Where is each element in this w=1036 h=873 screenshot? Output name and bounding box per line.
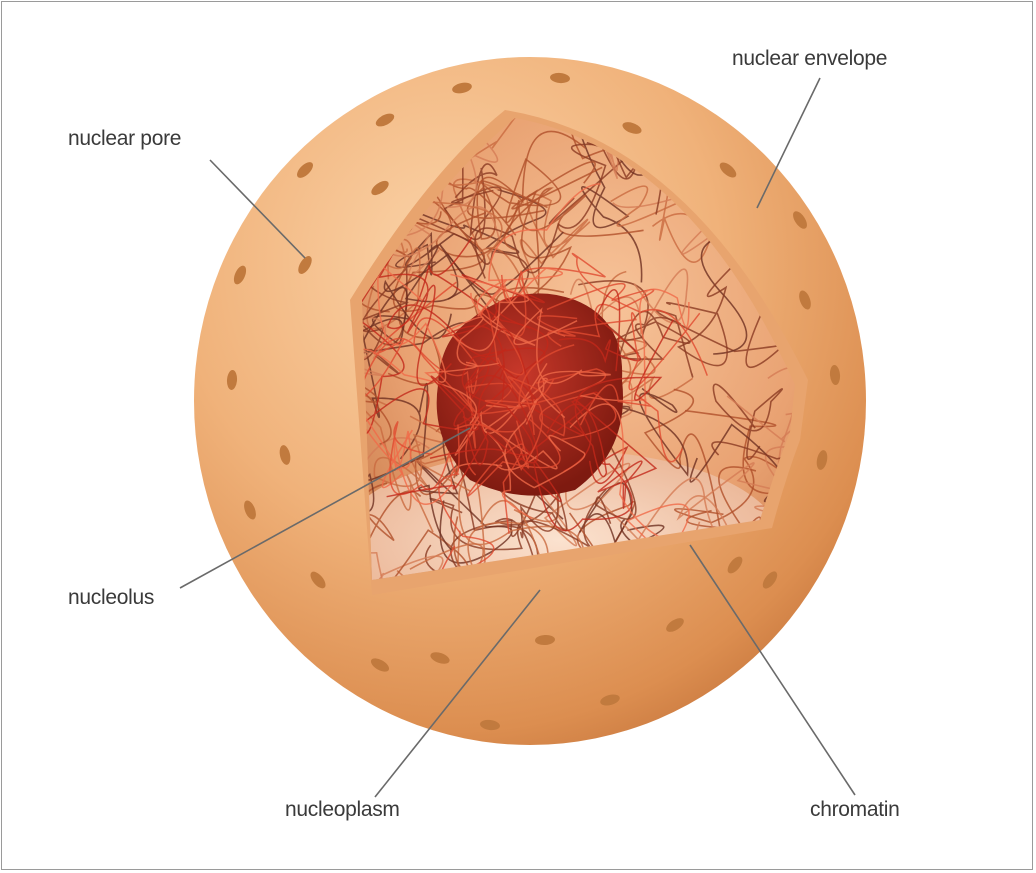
chromatin-strand	[533, 445, 633, 532]
chromatin-strand	[362, 316, 387, 377]
chromatin-strand	[712, 383, 783, 460]
chromatin-strand	[430, 365, 505, 466]
chromatin-strand	[507, 375, 617, 441]
chromatin-strand	[518, 252, 708, 376]
nuclear-pore-hole	[550, 72, 570, 84]
chromatin-strand	[528, 118, 641, 225]
chromatin-strand	[467, 419, 561, 534]
chromatin-strand	[362, 383, 429, 518]
chromatin-strand	[473, 166, 603, 347]
chromatin-strand	[562, 387, 689, 477]
nuclear-pore-hole	[762, 571, 778, 589]
leader-nucleoplasm	[374, 589, 541, 798]
chromatin-strand	[674, 455, 795, 546]
nuclear-pore-hole	[666, 618, 684, 632]
chromatin-strand	[546, 319, 674, 478]
chromatin-strand	[362, 281, 476, 413]
chromatin-strand	[576, 124, 643, 283]
nuclear-pore-hole	[310, 571, 326, 589]
chromatin-strand	[494, 187, 565, 327]
nuclear-pore-hole	[793, 211, 807, 229]
chromatin-strand	[537, 312, 701, 391]
nuclear-pore-hole	[233, 265, 247, 285]
chromatin-strand	[665, 254, 745, 367]
nuclear-pore-hole	[622, 122, 642, 134]
chromatin-strand	[362, 437, 438, 580]
chromatin-strand	[558, 289, 642, 372]
chromatin-strand	[513, 307, 611, 419]
nuclear-pore-hole	[226, 370, 238, 390]
chromatin-strand	[546, 282, 655, 347]
chromatin-strand	[389, 420, 460, 496]
chromatin-strand	[579, 288, 690, 415]
chromatin-strand	[513, 391, 599, 503]
chromatin-strand	[386, 374, 539, 498]
chromatin-strand	[435, 194, 644, 258]
chromatin-strand	[480, 157, 596, 224]
nuclear-pore-hole	[480, 719, 500, 731]
label-nuclear-envelope: nuclear envelope	[732, 47, 888, 70]
nuclear-pore-hole	[799, 290, 811, 310]
nuclear-pore-hole	[298, 256, 312, 274]
label-nucleolus: nucleolus	[68, 586, 155, 609]
chromatin-strand	[446, 273, 530, 367]
chromatin-strand	[465, 382, 530, 476]
chromatin-strand	[454, 362, 558, 471]
leader-nuclear-envelope	[756, 77, 821, 209]
chromatin-strand	[429, 488, 607, 551]
nuclear-pore-hole	[452, 82, 472, 94]
chromatin-strand	[362, 118, 499, 208]
chromatin-strand	[429, 347, 546, 459]
chromatin-strand	[579, 384, 684, 463]
chromatin-strand	[362, 266, 408, 371]
nuclear-pore-hole	[719, 162, 737, 178]
nuclear-pore-hole	[371, 180, 389, 196]
nucleolus-body	[436, 293, 624, 496]
nuclear-pore-hole	[727, 556, 743, 574]
chromatin-strand	[464, 328, 585, 436]
nuclear-pore-hole	[535, 634, 555, 646]
nuclear-pore-hole	[600, 694, 620, 706]
label-nucleoplasm: nucleoplasm	[285, 798, 400, 821]
nuclear-pore-hole	[297, 162, 313, 178]
chromatin-strand	[362, 308, 479, 435]
nuclear-pore-hole	[829, 365, 841, 385]
nuclear-pore-hole	[375, 113, 395, 127]
nuclear-pore-hole	[430, 652, 450, 664]
chromatin-strand	[362, 555, 444, 580]
chromatin-strand	[474, 143, 635, 279]
leader-nucleolus	[179, 427, 471, 589]
nuclear-pore-hole	[370, 658, 390, 672]
nuclear-pore-hole	[244, 500, 256, 520]
label-chromatin: chromatin	[810, 798, 900, 821]
leader-nuclear-pore	[209, 159, 306, 259]
label-nuclear-pore: nuclear pore	[68, 127, 182, 150]
nucleolus-strands	[362, 183, 708, 580]
chromatin-strand	[519, 193, 591, 286]
chromatin-strand	[362, 376, 434, 533]
chromatin-strand	[454, 344, 575, 471]
chromatin-strand	[488, 183, 601, 323]
chromatin-strand	[676, 462, 795, 580]
chromatin-strand	[362, 247, 478, 383]
nuclear-pore-hole	[279, 445, 291, 465]
nuclear-pore-hole	[816, 450, 828, 470]
leader-chromatin	[689, 544, 856, 796]
chromatin-strand	[572, 397, 658, 509]
